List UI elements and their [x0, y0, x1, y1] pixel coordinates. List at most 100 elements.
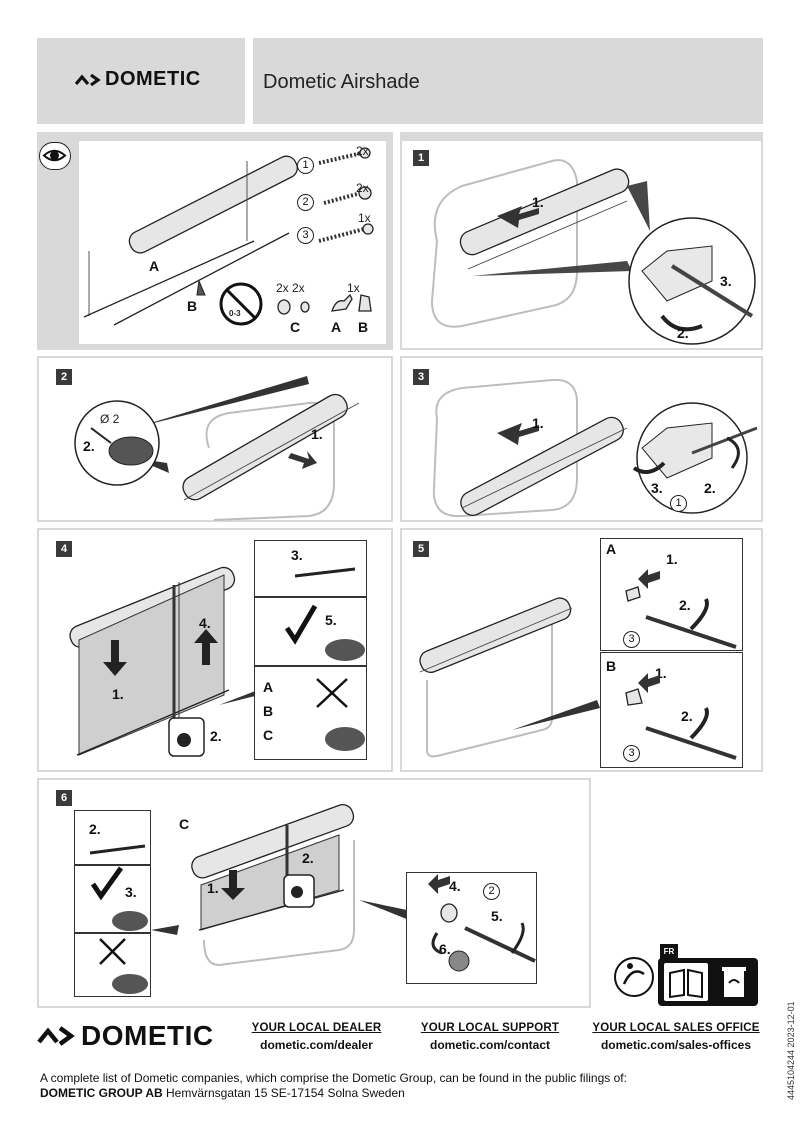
support-title: YOUR LOCAL SUPPORT: [420, 1022, 560, 1034]
dometic-chevron-icon: [75, 73, 101, 86]
document-code: 4445104244 2023-12-01: [786, 1001, 796, 1100]
step-6-subbox-cap: 4. 5. 6. 2: [406, 872, 537, 984]
step-2-illustration: [74, 376, 360, 521]
step-4-number: 4: [56, 541, 72, 557]
small-label-a: A: [331, 319, 342, 335]
checkmark-icon: [90, 866, 148, 931]
small-parts-count-2: 1x: [347, 281, 360, 295]
screw-number-2: 2: [297, 194, 314, 211]
step-4-subbox-mark: 3.: [254, 540, 367, 597]
small-parts-icon: [277, 293, 372, 315]
part-label-a: A: [149, 258, 160, 274]
company-address: Hemvärnsgatan 15 SE-17154 Solna Sweden: [162, 1086, 405, 1100]
step-6-label-2b: 2.: [302, 850, 314, 866]
dealer-contact: YOUR LOCAL DEALER dometic.com/dealer: [244, 1020, 389, 1054]
step-6-sub-c: C: [179, 816, 190, 832]
brand-name: DOMETIC: [105, 68, 201, 90]
cross-icon: [316, 678, 365, 751]
no-drill-icon: [219, 282, 263, 326]
book-icon: [664, 963, 708, 1001]
step-5-sub-b: B: [606, 658, 617, 674]
step-6-subbox-screw: 3.: [74, 865, 151, 933]
step-6-number: 6: [56, 790, 72, 806]
step-2-number: 2: [56, 369, 72, 385]
step-4-part-a: A: [263, 679, 274, 695]
footer-brand-name: DOMETIC: [81, 1020, 214, 1051]
step-4-label-2: 2.: [210, 728, 222, 744]
step-1-content: 1 1. 2. 3.: [402, 141, 761, 348]
country-badge: FR: [660, 944, 678, 959]
step-5-sub-a: A: [606, 541, 617, 557]
step-6-content: 6 C 2. 3. 1. 2. 4. 5. 6. 2: [39, 780, 589, 1006]
cross-icon: [99, 938, 148, 994]
screw-number-1: 1: [297, 157, 314, 174]
dealer-link[interactable]: dometic.com/dealer: [260, 1038, 373, 1052]
brand-logo: DOMETIC: [75, 68, 201, 91]
step-5-subbox-a: A 1. 2. 3: [600, 538, 743, 651]
header-logo-box: DOMETIC: [37, 38, 245, 124]
step-4-label-5: 5.: [325, 612, 337, 628]
step-6-label-1: 1.: [207, 880, 219, 896]
sorting-info-icon: [658, 958, 758, 1006]
support-contact: YOUR LOCAL SUPPORT dometic.com/contact: [412, 1020, 568, 1054]
step-4-label-4: 4.: [199, 615, 211, 631]
step-1-label-1: 1.: [532, 194, 544, 210]
step-1-illustration: [430, 159, 756, 345]
screw-count-1: 2x: [356, 144, 369, 158]
screw-number-3: 3: [297, 227, 314, 244]
small-label-c: C: [290, 319, 301, 335]
step-3-circle-1: 1: [670, 495, 687, 512]
parts-illustration: [83, 155, 298, 326]
step-6-subbox-mark: 2.: [74, 810, 151, 865]
step-4-part-c: C: [263, 727, 274, 743]
small-label-b: B: [358, 319, 369, 335]
sales-title: YOUR LOCAL SALES OFFICE: [592, 1022, 760, 1034]
product-title: Dometic Airshade: [263, 71, 420, 93]
part-label-b: B: [187, 298, 198, 314]
footer-legal: A complete list of Dometic companies, wh…: [40, 1071, 627, 1101]
step-5-b-label-2: 2.: [681, 708, 693, 724]
support-link[interactable]: dometic.com/contact: [429, 1038, 551, 1052]
step-4-label-1: 1.: [112, 686, 124, 702]
step-4-part-b: B: [263, 703, 274, 719]
sales-contact: YOUR LOCAL SALES OFFICE dometic.com/sale…: [587, 1020, 765, 1054]
step-6-illustration: [151, 804, 409, 967]
step-6-subbox-wrong: [74, 933, 151, 997]
header-title-box: Dometic Airshade: [253, 38, 763, 124]
screws-icon: [318, 147, 374, 243]
drill-depth-label: 0-3: [229, 309, 241, 318]
sales-link[interactable]: dometic.com/sales-offices: [600, 1038, 752, 1052]
footer-brand-logo: DOMETIC: [37, 1020, 214, 1052]
step-2-diameter: Ø 2: [100, 412, 120, 426]
step-4-illustration: [69, 566, 287, 757]
step-1-label-3: 3.: [720, 273, 732, 289]
company-name: DOMETIC GROUP AB: [40, 1086, 163, 1100]
dealer-title: YOUR LOCAL DEALER: [251, 1022, 382, 1034]
step-5-a-label-1: 1.: [666, 551, 678, 567]
screw-count-2: 2x: [356, 181, 369, 195]
step-6-label-5: 5.: [491, 908, 503, 924]
step-4-content: 4 1. 2. 4. 3. 5. A B C: [39, 530, 391, 770]
step-6-label-3: 3.: [125, 884, 137, 900]
step-5-subbox-b: B 1. 2. 3: [600, 652, 743, 768]
triman-icon: [614, 957, 654, 997]
step-1-number: 1: [413, 150, 429, 166]
recycle-info: FR: [610, 944, 762, 1008]
step-3-illustration: [432, 378, 758, 518]
step-6-circle: 2: [483, 883, 500, 900]
step-3-number: 3: [413, 369, 429, 385]
step-6-label-6: 6.: [439, 941, 451, 957]
step-5-a-label-2: 2.: [679, 597, 691, 613]
parts-panel-content: A B 0-3 2x 2x 1x 1 2 3 2x 2x 1x C A B: [79, 141, 386, 344]
legal-line: A complete list of Dometic companies, wh…: [40, 1071, 627, 1085]
bin-icon: [716, 963, 752, 1001]
dometic-chevron-icon: [37, 1026, 75, 1046]
eye-icon: [39, 142, 71, 170]
step-6-label-4: 4.: [449, 878, 461, 894]
step-2-label-2: 2.: [83, 438, 95, 454]
step-1-label-2: 2.: [677, 325, 689, 341]
checkmark-icon: [284, 604, 365, 661]
step-6-label-2a: 2.: [89, 821, 101, 837]
step-4-label-3: 3.: [291, 547, 303, 563]
step-3-content: 3 1. 2. 3. 1: [402, 358, 761, 520]
